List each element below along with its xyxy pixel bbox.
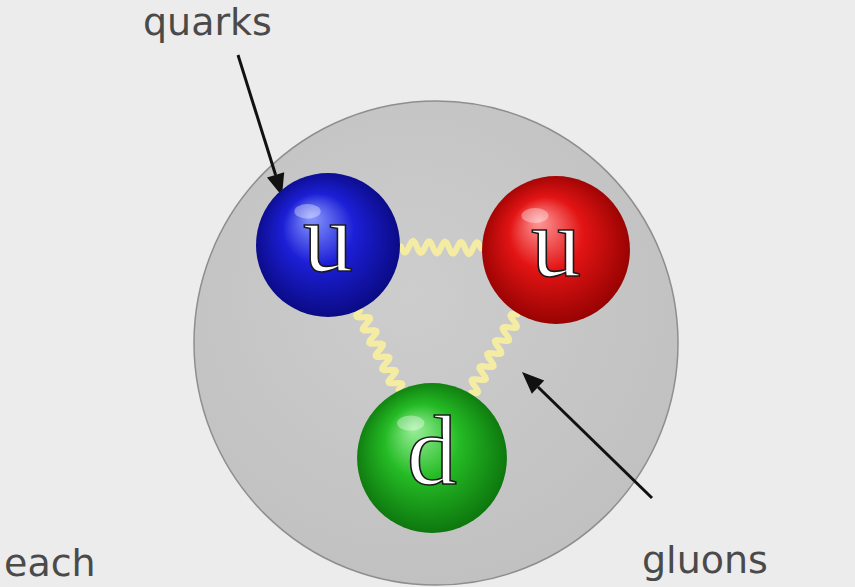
leader-arrow xyxy=(522,372,652,498)
quark-letter: u xyxy=(481,175,631,325)
proton-body xyxy=(194,101,678,585)
quark-ball: u xyxy=(255,172,401,318)
quark-ball: d xyxy=(356,382,508,534)
leader-arrow xyxy=(238,55,284,196)
annotation-label: gluons xyxy=(642,540,768,582)
gluon-spring xyxy=(401,241,481,254)
quark-letter: d xyxy=(356,382,508,534)
annotation-label: quarks xyxy=(143,2,272,44)
gluon-spring xyxy=(356,311,402,390)
annotation-label: each xyxy=(4,543,96,585)
gluon-spring xyxy=(471,314,518,393)
quark-letter: u xyxy=(255,172,401,318)
quark-ball: u xyxy=(481,175,631,325)
